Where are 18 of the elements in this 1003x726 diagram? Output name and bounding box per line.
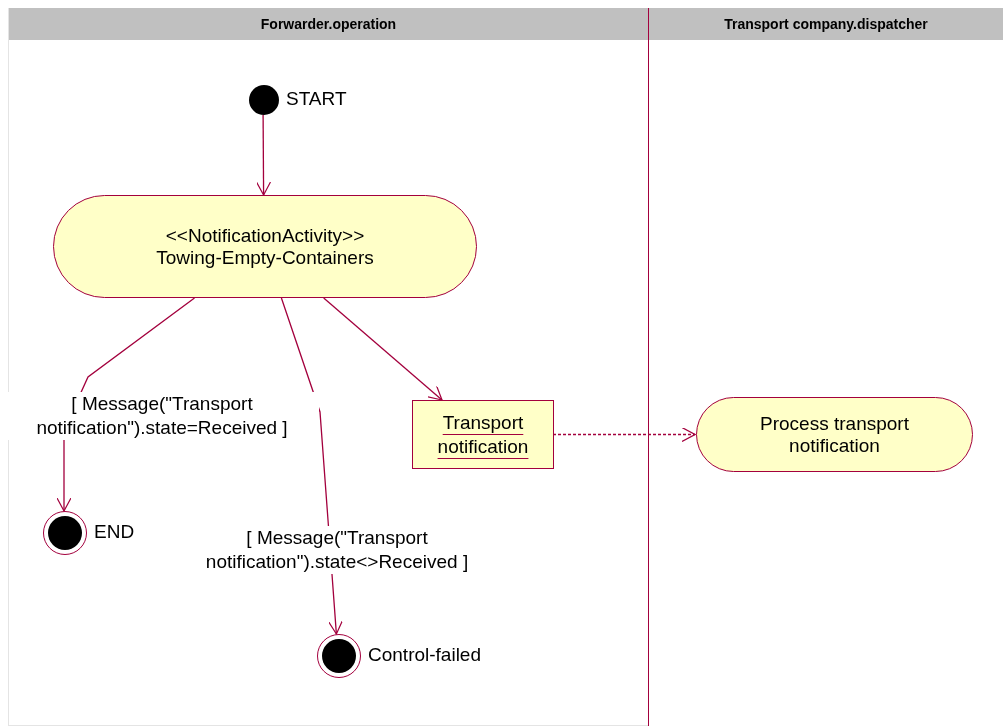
object-box	[412, 400, 554, 469]
state-label: START	[286, 88, 347, 110]
state-label: Control-failed	[368, 644, 481, 666]
node-text: Towing-Empty-Containers	[156, 246, 374, 269]
transition-arrow	[552, 426, 696, 443]
node-text: Transport notification	[436, 410, 530, 459]
node-text: Process transport notification	[759, 412, 910, 457]
swimlane	[648, 8, 1003, 726]
transition-arrow	[255, 114, 272, 196]
final-state	[43, 511, 87, 555]
node-text: <<NotificationActivity>>	[165, 224, 365, 247]
transition-arrow	[323, 297, 443, 401]
guard-label: [ Message("Transport notification").state=Received ]	[5, 392, 319, 440]
lane-header: Forwarder.operation	[9, 8, 648, 40]
initial-state	[249, 85, 279, 115]
lane-header: Transport company.dispatcher	[649, 8, 1003, 40]
state-label: END	[94, 521, 135, 543]
final-state	[317, 634, 361, 678]
